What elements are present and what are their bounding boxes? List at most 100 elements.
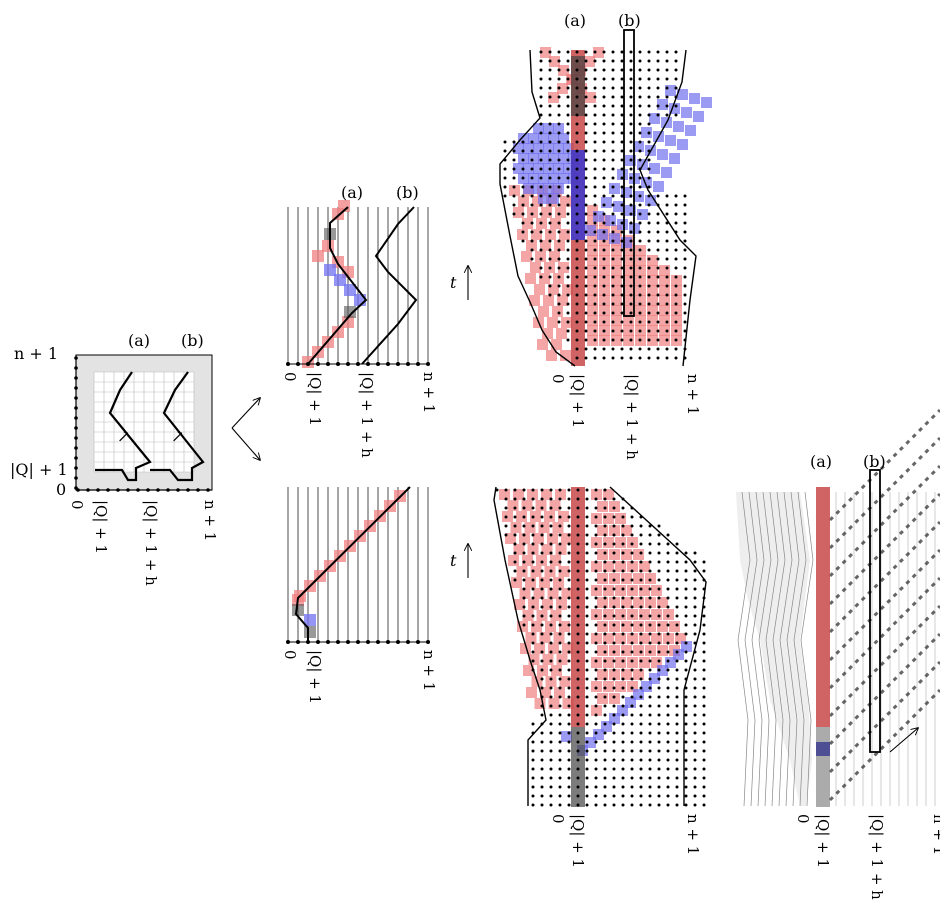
x-tick-label: n + 1 (201, 500, 219, 541)
grid-dot (611, 68, 615, 72)
grid-dot (594, 560, 598, 564)
panel-5-red-column (816, 487, 830, 727)
grid-dot (567, 506, 571, 510)
grid-dot (540, 623, 544, 627)
red-square (615, 561, 626, 572)
grid-dot (629, 167, 633, 171)
grid-dot (540, 659, 544, 663)
red-square (599, 265, 610, 276)
grid-dot (611, 59, 615, 63)
red-square (597, 573, 608, 584)
grid-dot (585, 695, 589, 699)
baseline-dot (406, 640, 410, 644)
grid-dot (656, 302, 660, 306)
baseline-dot (296, 362, 300, 366)
grid-dot (629, 320, 633, 324)
grid-dot (512, 167, 516, 171)
grid-dot (512, 194, 516, 198)
red-square (587, 285, 598, 296)
grid-dot (531, 506, 535, 510)
grid-dot (657, 677, 661, 681)
red-square (659, 295, 670, 306)
grid-dot (521, 176, 525, 180)
grid-dot (702, 758, 706, 762)
blue-square (533, 183, 544, 194)
red-square (647, 255, 658, 266)
grid-dot (567, 551, 571, 555)
blue-square (548, 193, 559, 204)
red-square (623, 335, 634, 346)
grid-dot (548, 185, 552, 189)
grid-dot (575, 104, 579, 108)
grid-dot (567, 497, 571, 501)
grid-dot (629, 266, 633, 270)
blue-square (344, 284, 356, 296)
grid-dot (620, 284, 624, 288)
red-square (597, 525, 608, 536)
grid-dot (702, 713, 706, 717)
blue-square (593, 211, 604, 222)
grid-dot (629, 203, 633, 207)
grid-dot (531, 623, 535, 627)
grid-dot (549, 749, 553, 753)
grid-dot (575, 302, 579, 306)
diagonal-line (828, 548, 940, 662)
red-square (621, 621, 632, 632)
grid-dot (612, 713, 616, 717)
grid-dot (620, 77, 624, 81)
grid-dot (531, 614, 535, 618)
grid-dot (575, 113, 579, 117)
grid-dot (602, 50, 606, 54)
grid-dot (530, 158, 534, 162)
grid-dot (648, 722, 652, 726)
grid-dot (594, 632, 598, 636)
panel-3-column-b (623, 29, 635, 317)
grid-dot (621, 659, 625, 663)
blue-square (523, 183, 534, 194)
panel-3-marker-a: (a) (564, 11, 586, 30)
grid-dot (603, 569, 607, 573)
grid-dot (584, 185, 588, 189)
grid-dot (684, 713, 688, 717)
grid-dot (657, 749, 661, 753)
grid-dot (558, 767, 562, 771)
grid-dot (647, 356, 651, 360)
axis-dot (74, 356, 78, 360)
grid-dot (522, 506, 526, 510)
grid-dot (566, 140, 570, 144)
grid-dot (575, 293, 579, 297)
grid-dot (558, 578, 562, 582)
red-square (627, 657, 638, 668)
grid-dot (566, 104, 570, 108)
x-tick-label: 0 (68, 500, 86, 510)
grid-dot (665, 77, 669, 81)
grid-dot (567, 758, 571, 762)
grid-dot (665, 356, 669, 360)
diagonal-line (828, 492, 940, 606)
grid-dot (549, 569, 553, 573)
grid-dot (540, 686, 544, 690)
grid-dot (576, 650, 580, 654)
grid-dot (522, 587, 526, 591)
blue-square (593, 729, 604, 740)
grid-dot (530, 257, 534, 261)
grid-dot (576, 686, 580, 690)
red-square (528, 599, 539, 610)
grid-dot (557, 167, 561, 171)
grid-dot (584, 68, 588, 72)
grid-dot (584, 320, 588, 324)
grid-dot (548, 104, 552, 108)
grid-dot (549, 497, 553, 501)
grid-dot (647, 59, 651, 63)
grid-dot (576, 623, 580, 627)
grid-dot (693, 560, 697, 564)
grid-dot (531, 560, 535, 564)
grid-dot (567, 677, 571, 681)
grid-dot (648, 713, 652, 717)
grid-dot (612, 785, 616, 789)
grid-dot (530, 221, 534, 225)
red-square (591, 489, 602, 500)
grid-dot (539, 131, 543, 135)
grid-dot (675, 677, 679, 681)
grid-dot (558, 560, 562, 564)
